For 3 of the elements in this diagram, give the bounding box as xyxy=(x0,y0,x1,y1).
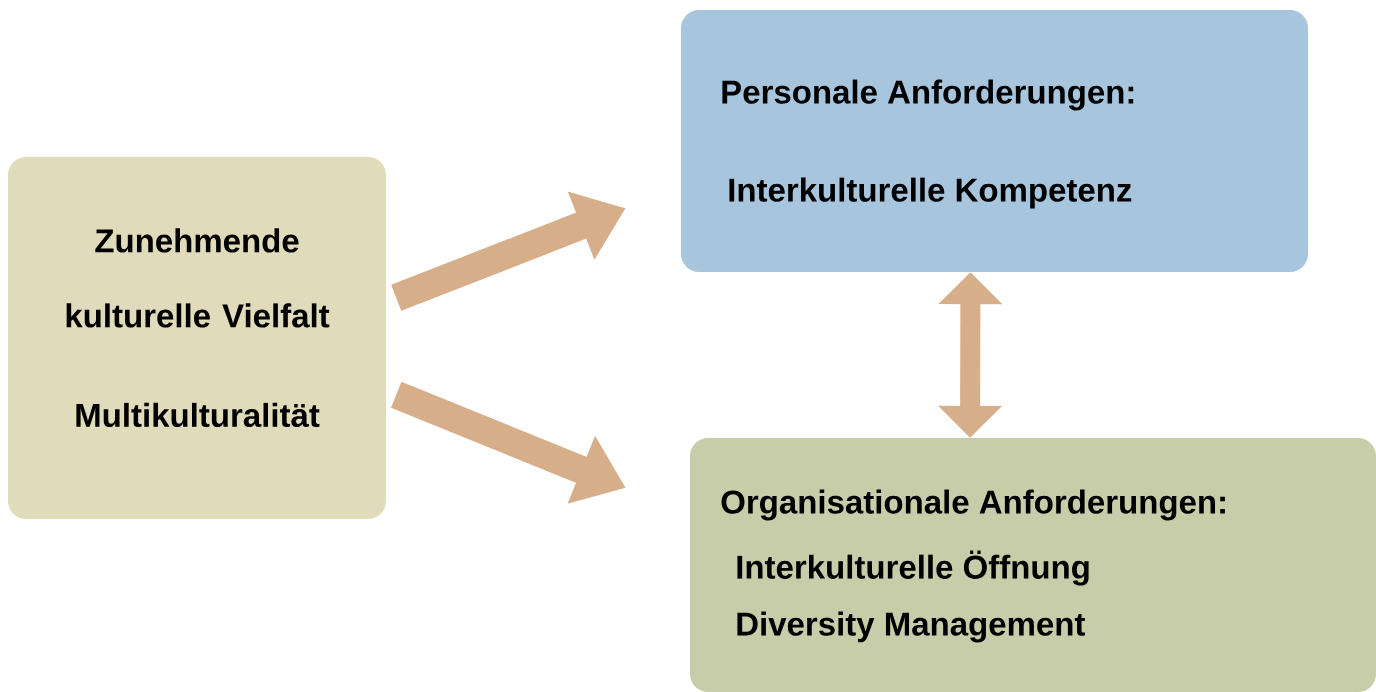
text-box: Zunehmende kulturelle Vielfalt Multikulturalität xyxy=(8,157,386,519)
text-box: Organisationale Anforderungen: Interkulturelle Öffnung Diversity Management xyxy=(690,438,1376,692)
text-box: Personale Anforderungen: Interkulturelle Kompetenz xyxy=(681,10,1308,272)
